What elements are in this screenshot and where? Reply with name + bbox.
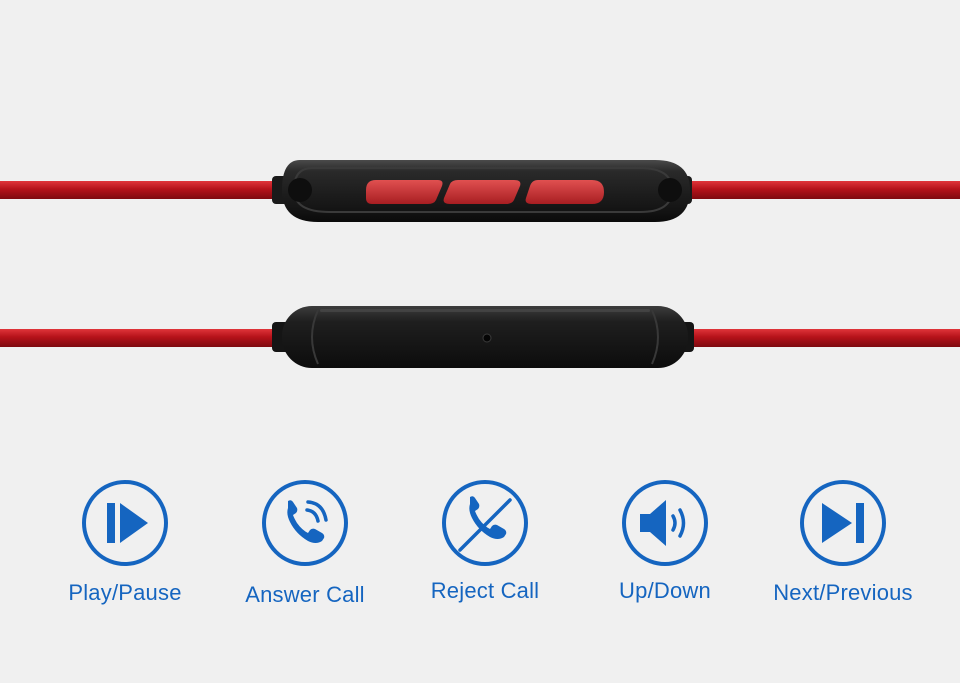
- remote-back-highlight: [320, 309, 650, 312]
- remote-back-seam-right: [651, 309, 659, 365]
- play-pause-icon: [82, 480, 168, 566]
- feature-volume: Up/Down: [570, 478, 760, 604]
- end-cap-right-top: [658, 178, 682, 202]
- reject-call-icon: [442, 480, 528, 566]
- next-track-icon: [800, 480, 886, 566]
- remote-drawing: [0, 160, 960, 368]
- end-cap-left-top: [288, 178, 312, 202]
- volume-up-button: [525, 180, 604, 204]
- feature-play-pause: Play/Pause: [30, 478, 220, 606]
- cable-left-top: [0, 181, 285, 199]
- feature-label: Next/Previous: [773, 580, 913, 605]
- feature-list: Play/Pause Answer Call Reject Call Up/Do…: [0, 478, 960, 638]
- cable-right-bottom: [680, 329, 960, 347]
- microphone-hole: [482, 333, 492, 343]
- feature-label: Answer Call: [245, 582, 365, 607]
- multifunction-button: [443, 180, 521, 204]
- remote-front-view: [0, 160, 960, 222]
- remote-back-seam-left: [311, 309, 319, 365]
- volume-icon: [622, 480, 708, 566]
- feature-answer-call: Answer Call: [210, 478, 400, 608]
- feature-label: Play/Pause: [68, 580, 182, 605]
- answer-call-icon: [262, 480, 348, 566]
- remote-back-view: [0, 306, 960, 368]
- feature-label: Reject Call: [430, 578, 540, 603]
- feature-reject-call: Reject Call: [390, 478, 580, 604]
- product-illustration: [0, 160, 960, 368]
- cable-left-bottom: [0, 329, 285, 347]
- cable-right-top: [680, 181, 960, 199]
- volume-down-button: [366, 180, 443, 204]
- feature-label: Up/Down: [619, 578, 711, 603]
- feature-next-previous: Next/Previous: [748, 478, 938, 606]
